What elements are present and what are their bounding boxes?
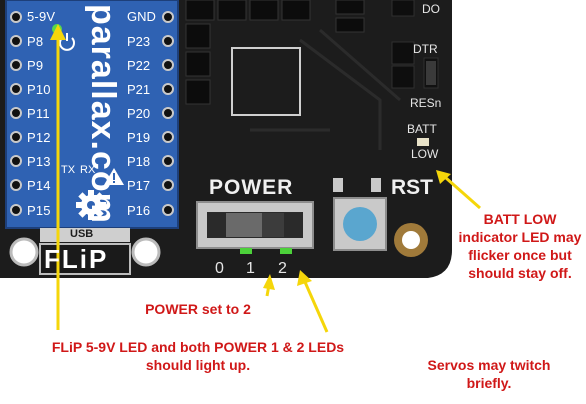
pin-label-p21: P21 [127,82,151,97]
pin-label-p12: P12 [27,130,51,145]
pin-label-p10: P10 [27,82,51,97]
batt-low-led [417,138,429,146]
do-label: DO [422,2,440,16]
pin-label-p8: P8 [27,34,44,49]
pin-label-p13: P13 [27,154,51,169]
switch-pos-2: 2 [278,260,287,277]
power-set-note: POWER set to 2 [145,301,251,317]
pin-label-p16: P16 [127,203,151,218]
pin-label-p11: P11 [27,106,50,121]
pin-label-p15: P15 [27,203,51,218]
switch-pos-1: 1 [246,260,255,277]
flip-logo: FLiP [44,244,109,274]
power-led-2 [280,248,292,254]
mount-hole-left [9,237,39,267]
batt-low-note: BATT LOW indicator LED may flicker once … [458,211,582,281]
rst-button [343,207,377,241]
tx-label: TX [61,164,76,176]
resn-label: RESn [410,96,442,110]
flip-led-note: FLiP 5-9V LED and both POWER 1 & 2 LEDs … [51,339,345,373]
pin-label-p18: P18 [127,154,151,169]
pin-label-p22: P22 [127,58,151,73]
dtr-label: DTR [413,42,438,56]
pin-label-p14: P14 [27,178,51,193]
mount-hole-right [131,237,161,267]
pin-label-p20: P20 [127,106,151,121]
switch-pos-0: 0 [215,260,224,277]
annotation-arrows [50,24,481,333]
power-symbol-icon [59,33,75,51]
pin-label-p19: P19 [127,130,151,145]
gear-icon [76,190,106,220]
pin-label-5-9v: 5-9V [27,9,56,24]
pin-label-p23: P23 [127,34,151,49]
pin-label-gnd: GND [127,9,156,24]
rx-label: RX [80,164,96,176]
usb-label: USB [70,228,94,240]
silkscreen-outline [231,47,301,116]
pin-label-p9: P9 [27,58,44,73]
rst-label: RST [391,176,433,199]
power-label: POWER [209,176,294,199]
batt-label: BATT [407,122,437,136]
power-led-1 [240,248,252,254]
servos-note: Servos may twitch briefly. [427,357,551,391]
pin-label-p17: P17 [127,178,151,193]
low-label: LOW [411,147,439,161]
